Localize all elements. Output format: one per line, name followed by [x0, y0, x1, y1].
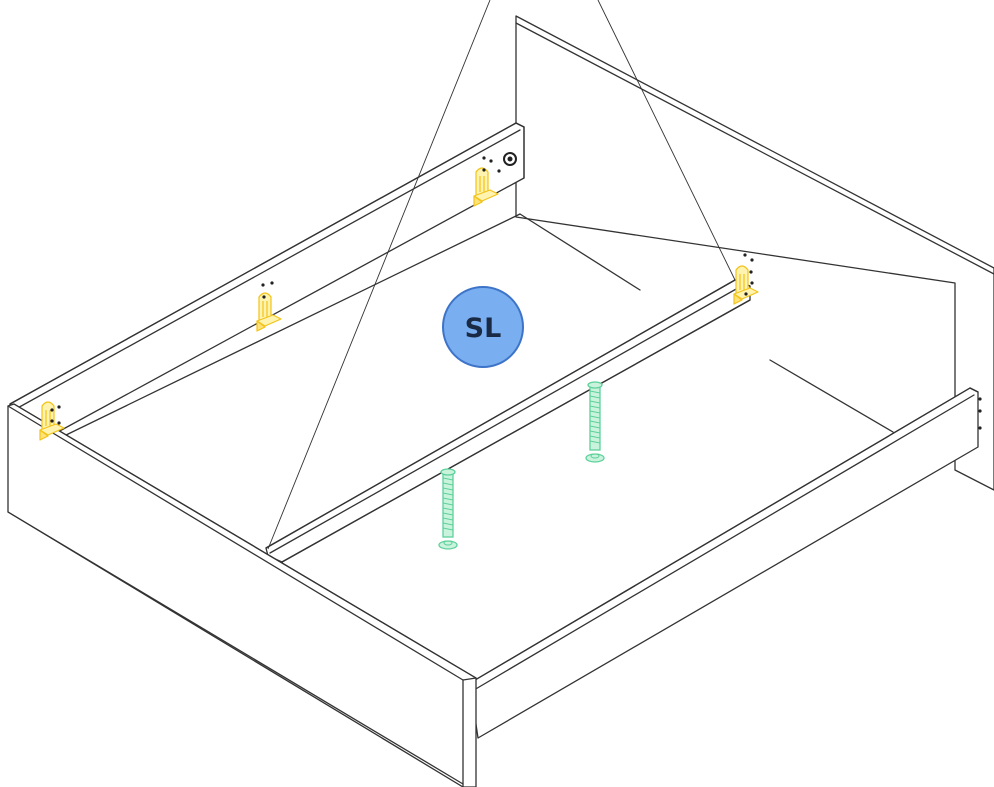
screw-hole-19	[497, 169, 501, 173]
screw-hole-8	[750, 258, 754, 262]
part-label-text: SL	[465, 313, 502, 344]
cam-lock-hole	[503, 152, 517, 166]
screw-hole-16	[978, 397, 982, 401]
corner-bracket-3	[733, 265, 759, 305]
screw-holes	[50, 156, 982, 430]
screw-hole-17	[978, 409, 982, 413]
frame-interior	[63, 213, 894, 437]
side-rail-right	[469, 387, 979, 739]
screw-hole-15	[57, 421, 61, 425]
screw-hole-5	[270, 281, 274, 285]
screw-hole-2	[489, 159, 493, 163]
support-leg-1	[438, 468, 458, 550]
screw-hole-9	[749, 270, 753, 274]
screw-hole-12	[50, 408, 54, 412]
footboard	[7, 403, 477, 787]
callout-lines	[267, 0, 736, 550]
screw-hole-6	[262, 295, 266, 299]
screw-hole-3	[482, 168, 486, 172]
screw-hole-1	[482, 156, 486, 160]
screw-hole-13	[57, 405, 61, 409]
corner-bracket-2	[256, 292, 282, 332]
headboard	[515, 15, 994, 491]
screw-hole-7	[743, 253, 747, 257]
support-leg-2	[585, 381, 605, 463]
screw-hole-18	[978, 426, 982, 430]
screw-hole-10	[750, 281, 754, 285]
screw-hole-11	[744, 292, 748, 296]
side-rail-left	[9, 122, 525, 434]
screw-hole-14	[50, 419, 54, 423]
part-label-sl: SL	[442, 286, 524, 368]
screw-hole-4	[261, 283, 265, 287]
support-leg	[438, 381, 605, 550]
